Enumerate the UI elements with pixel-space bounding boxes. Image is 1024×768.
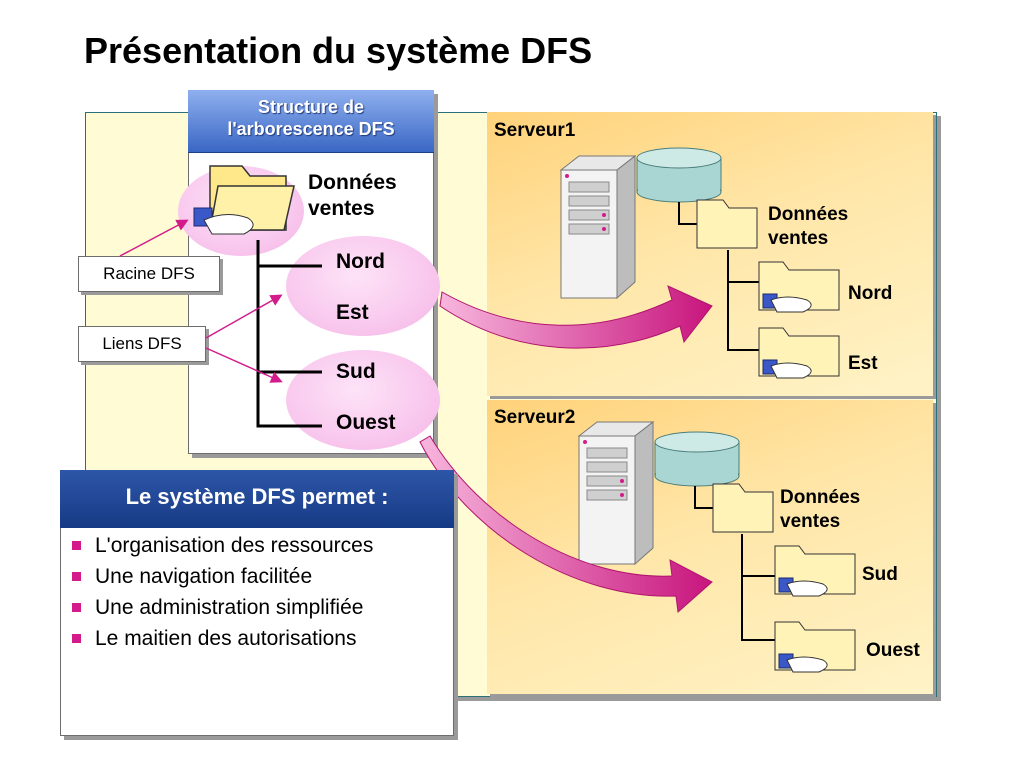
dfs-tree-header-title: Structure de l'arborescence DFS <box>188 96 434 140</box>
server1-title: Serveur1 <box>494 120 576 141</box>
database-icon <box>654 431 740 487</box>
callout-liens-dfs: Liens DFS <box>78 326 206 362</box>
dfs-tree-header-line2: l'arborescence DFS <box>227 119 395 139</box>
dfs-link-sud: Sud <box>336 360 376 383</box>
page-title: Présentation du système DFS <box>84 30 593 71</box>
folder-icon <box>696 199 758 249</box>
root-folder-icon <box>193 165 295 235</box>
list-item: Le maitien des autorisations <box>72 623 373 654</box>
server1-folder-label-line1: Données <box>768 204 849 225</box>
features-list: L'organisation des ressources Une naviga… <box>72 530 373 654</box>
list-item: L'organisation des ressources <box>72 530 373 561</box>
features-header <box>60 470 454 528</box>
pointer-liens-2 <box>205 347 283 383</box>
list-item: Une administration simplifiée <box>72 592 373 623</box>
server2-sub-sud: Sud <box>862 564 898 585</box>
shared-folder-icon <box>774 545 856 597</box>
shared-folder-icon <box>774 621 856 673</box>
shared-folder-icon <box>758 261 840 313</box>
server1-diagram <box>559 147 840 379</box>
dfs-link-ouest: Ouest <box>336 411 396 434</box>
server2-folder-label-line1: Données <box>780 487 861 508</box>
dfs-root-label-line2: ventes <box>308 197 375 220</box>
dfs-tree-header <box>188 90 434 153</box>
server-tower-icon <box>559 154 637 300</box>
server1-folder-label-line2: ventes <box>768 228 829 249</box>
feature-text: L'organisation des ressources <box>95 534 374 557</box>
pointer-liens-1 <box>205 294 283 339</box>
bullet-icon <box>72 541 81 550</box>
feature-text: Une navigation facilitée <box>95 565 313 588</box>
features-header-title: Le système DFS permet : <box>125 484 389 509</box>
server2-diagram <box>577 420 856 673</box>
dfs-links-highlight-1 <box>286 236 440 336</box>
bullet-icon <box>72 572 81 581</box>
server-tower-icon <box>577 420 655 566</box>
list-item: Une navigation facilitée <box>72 561 373 592</box>
dfs-tree-lines <box>193 165 322 428</box>
bullet-icon <box>72 603 81 612</box>
server2-folder-label-line2: ventes <box>780 511 841 532</box>
dfs-tree-header-line1: Structure de <box>257 97 365 117</box>
feature-text: Le maitien des autorisations <box>95 627 357 650</box>
dfs-link-est: Est <box>336 301 369 324</box>
callout-racine-dfs: Racine DFS <box>78 256 220 292</box>
link-arrow-1 <box>439 285 713 349</box>
database-icon <box>636 147 722 203</box>
server2-title: Serveur2 <box>494 407 576 428</box>
dfs-link-nord: Nord <box>336 250 385 273</box>
shared-folder-icon <box>758 327 840 379</box>
dfs-links-highlight-2 <box>286 350 440 450</box>
folder-icon <box>712 483 774 533</box>
server1-sub-nord: Nord <box>848 283 893 304</box>
feature-text: Une administration simplifiée <box>95 596 364 619</box>
dfs-root-label-line1: Données <box>308 171 397 194</box>
server2-sub-ouest: Ouest <box>866 640 920 661</box>
pointer-racine <box>119 219 189 257</box>
link-arrow-2 <box>419 435 713 614</box>
server1-sub-est: Est <box>848 353 878 374</box>
bullet-icon <box>72 634 81 643</box>
